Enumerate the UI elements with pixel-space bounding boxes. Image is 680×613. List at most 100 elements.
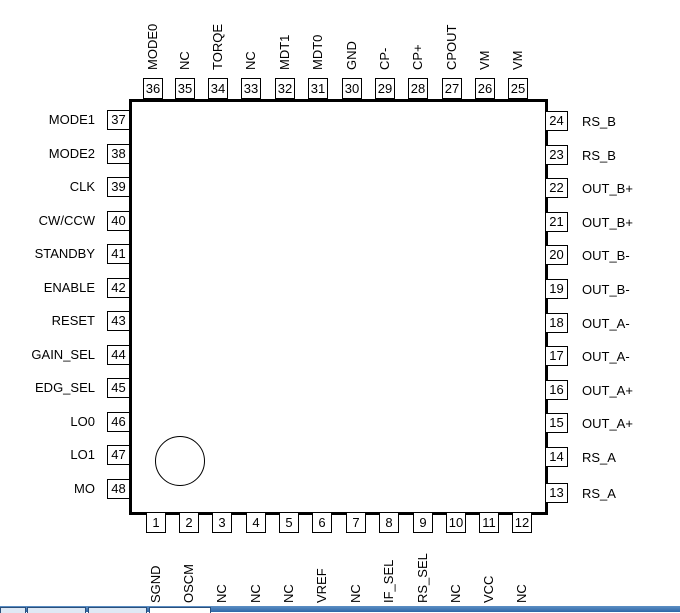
pin-label: MO (74, 481, 95, 496)
pin-number: 4 (246, 512, 266, 533)
pin-number: 15 (545, 413, 568, 433)
pin-number: 24 (545, 111, 568, 131)
pin-number: 13 (545, 483, 568, 503)
taskbar-tab[interactable] (88, 607, 147, 613)
pin-number: 45 (107, 378, 130, 398)
pin-label: RS_B (582, 148, 616, 163)
pin-label: RS_B (582, 114, 616, 129)
pin-label: VREF (314, 568, 329, 603)
pin-number: 31 (308, 78, 328, 99)
pin-label: RS_A (582, 486, 616, 501)
pin-number: 41 (107, 244, 130, 264)
pin-number: 34 (208, 78, 228, 99)
pin-label: LO1 (70, 447, 95, 462)
pin-label: STANDBY (34, 246, 95, 261)
pin-label: IF_SEL (381, 559, 396, 603)
pin-number: 26 (475, 78, 495, 99)
pin-label: VCC (481, 575, 496, 603)
pin-number: 37 (107, 110, 130, 130)
pin-label: EDG_SEL (35, 380, 95, 395)
pin-number: 25 (508, 78, 528, 99)
pin-label: RS_SEL (415, 553, 430, 603)
pin-label: OSCM (181, 564, 196, 603)
pin-label: ENABLE (43, 280, 95, 295)
pin-number: 48 (107, 479, 130, 499)
pin-number: 33 (241, 78, 261, 99)
pin-label: MODE2 (48, 146, 95, 161)
pin-number: 27 (442, 78, 462, 99)
pin-label: RS_A (582, 450, 616, 465)
pin-label: MDT0 (310, 34, 325, 70)
pin-label: GND (344, 41, 359, 70)
pin-label: NC (243, 51, 258, 70)
pin-number: 42 (107, 278, 130, 298)
pin-label: CP- (377, 47, 392, 70)
pin-label: LO0 (70, 414, 95, 429)
pin-label: NC (248, 584, 263, 603)
taskbar-tab[interactable] (0, 607, 26, 613)
pin-label: NC (448, 584, 463, 603)
pin-label: OUT_A+ (582, 416, 633, 431)
pin-label: OUT_A- (582, 349, 630, 364)
pin-number: 14 (545, 447, 568, 467)
pin-number: 47 (107, 445, 130, 465)
pin-label: TORQE (210, 24, 225, 70)
pin-number: 21 (545, 212, 568, 232)
pin-label: OUT_B- (582, 248, 630, 263)
pin-number: 30 (342, 78, 362, 99)
pin-number: 40 (107, 211, 130, 231)
pin-number: 46 (107, 412, 130, 432)
pin-number: 9 (413, 512, 433, 533)
pin-label: NC (214, 584, 229, 603)
taskbar (0, 606, 680, 613)
pin-label: OUT_A- (582, 316, 630, 331)
pin1-orientation-mark (155, 436, 205, 486)
pin-number: 12 (512, 512, 532, 533)
pin-label: CLK (69, 179, 95, 194)
pin-label: OUT_A+ (582, 383, 633, 398)
pin-label: GAIN_SEL (31, 347, 95, 362)
pin-number: 43 (107, 311, 130, 331)
pin-number: 38 (107, 144, 130, 164)
pin-label: NC (177, 51, 192, 70)
pin-number: 39 (107, 177, 130, 197)
pin-label: MDT1 (277, 34, 292, 70)
pin-label: OUT_B- (582, 282, 630, 297)
pin-number: 36 (143, 78, 163, 99)
pin-number: 5 (279, 512, 299, 533)
pin-number: 35 (175, 78, 195, 99)
pin-number: 44 (107, 345, 130, 365)
pin-number: 8 (379, 512, 399, 533)
pin-label: OUT_B+ (582, 181, 633, 196)
pin-label: NC (514, 584, 529, 603)
pin-label: MODE0 (145, 23, 160, 70)
pin-label: CW/CCW (38, 213, 95, 228)
taskbar-tab[interactable] (149, 607, 211, 613)
pin-number: 2 (179, 512, 199, 533)
pin-number: 3 (212, 512, 232, 533)
pin-number: 16 (545, 380, 568, 400)
pin-label: OUT_B+ (582, 215, 633, 230)
pin-number: 29 (375, 78, 395, 99)
pin-number: 17 (545, 346, 568, 366)
pin-label: SGND (148, 565, 163, 603)
pin-label: NC (281, 584, 296, 603)
pin-label: MODE1 (48, 112, 95, 127)
pin-number: 22 (545, 178, 568, 198)
pin-number: 10 (446, 512, 466, 533)
taskbar-tab[interactable] (27, 607, 86, 613)
pin-label: VM (477, 50, 492, 71)
pin-number: 18 (545, 313, 568, 333)
pin-number: 23 (545, 145, 568, 165)
pin-number: 11 (479, 512, 499, 533)
pin-label: RESET (51, 313, 95, 328)
pin-number: 20 (545, 245, 568, 265)
pin-number: 28 (408, 78, 428, 99)
pin-number: 32 (275, 78, 295, 99)
pin-number: 6 (312, 512, 332, 533)
pin-label: CPOUT (444, 24, 459, 71)
pin-label: VM (510, 50, 525, 71)
pin-number: 19 (545, 279, 568, 299)
pin-number: 1 (146, 512, 166, 533)
pin-label: CP+ (410, 44, 425, 70)
